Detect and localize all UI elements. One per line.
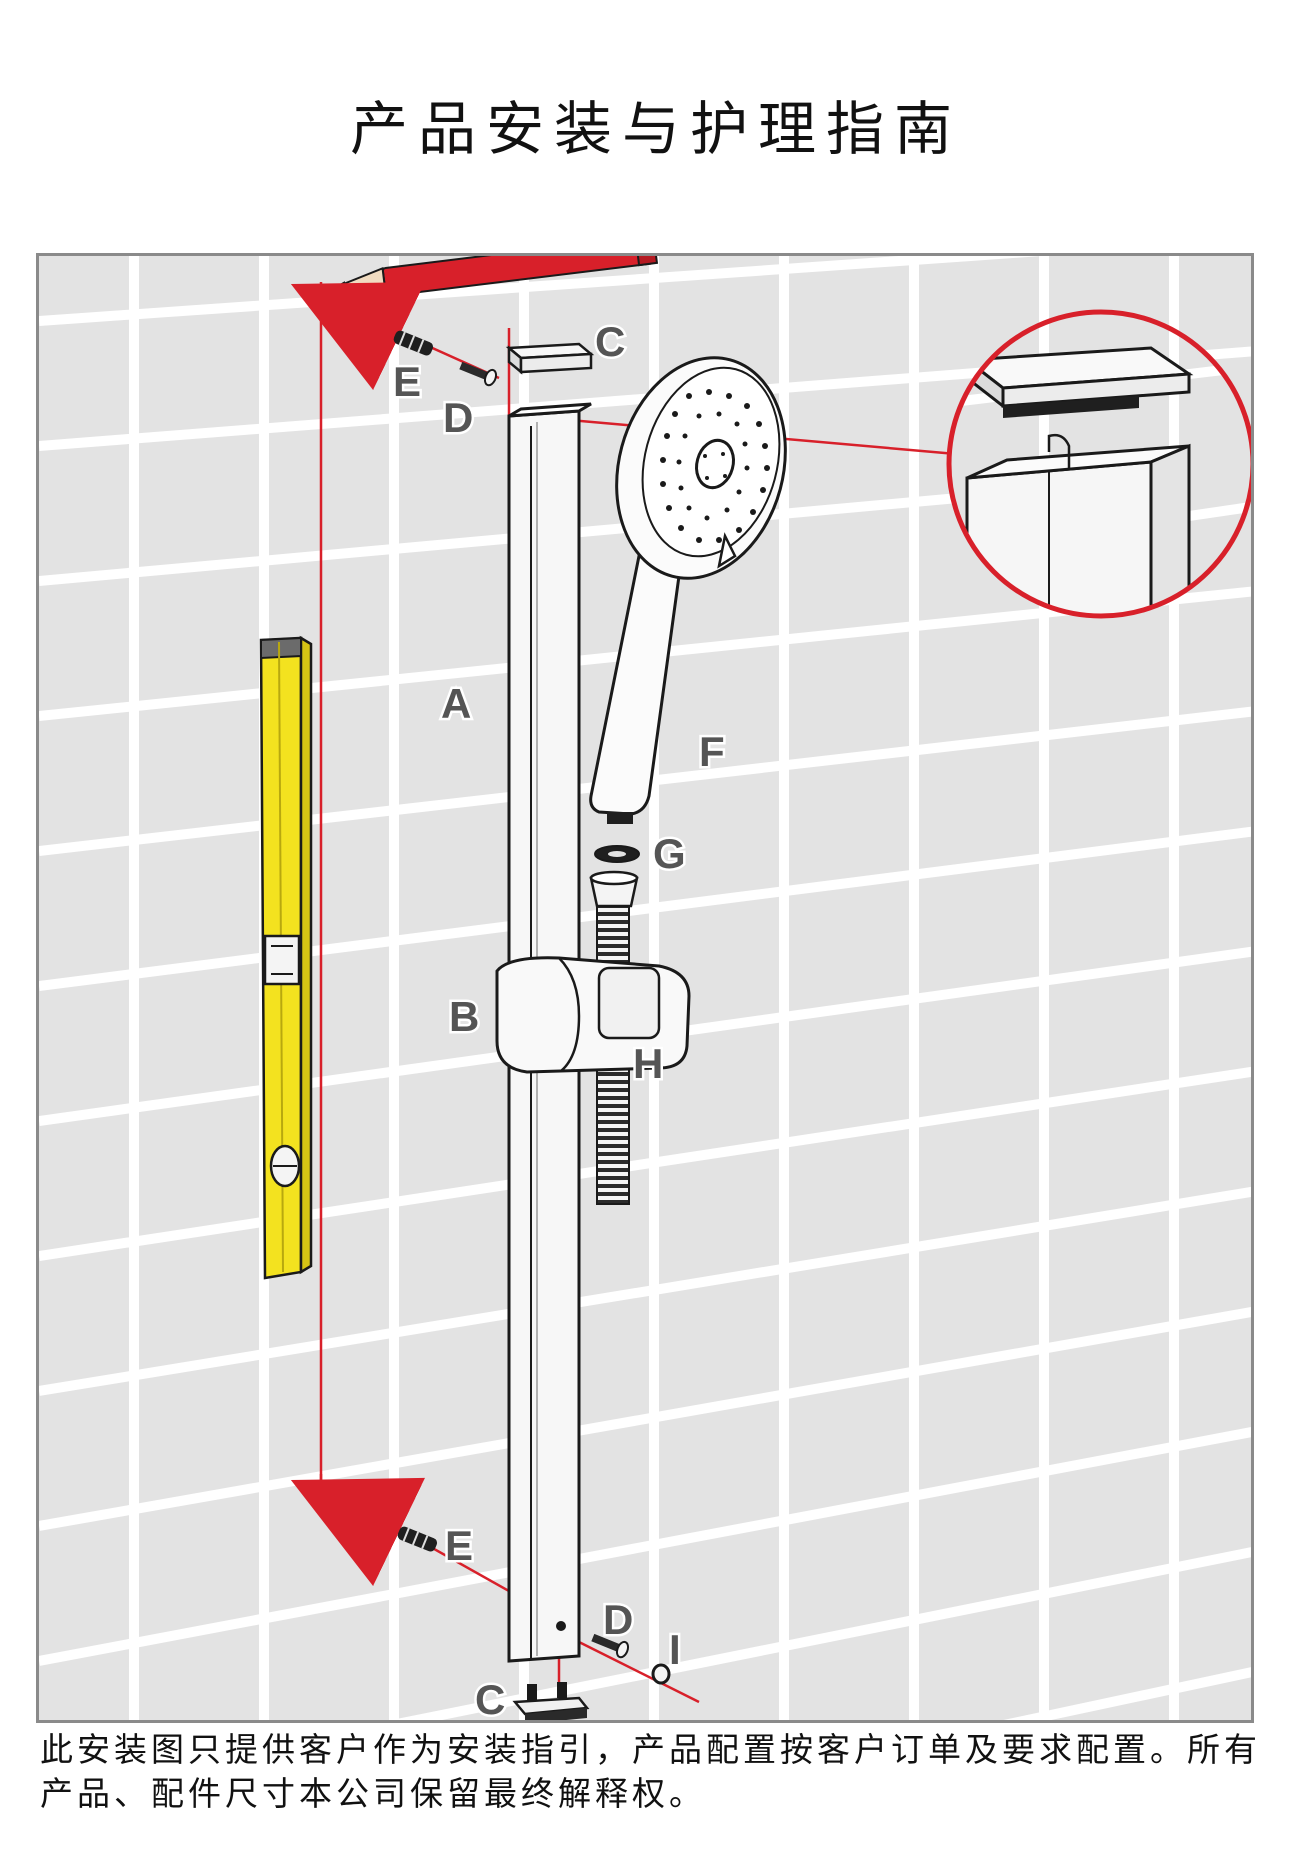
label-g: G xyxy=(653,830,686,877)
label-b: B xyxy=(449,993,479,1040)
screw-cap xyxy=(651,1663,671,1685)
label-f: F xyxy=(699,728,725,775)
page-title: 产品安装与护理指南 xyxy=(349,95,962,163)
wall-plug-icon xyxy=(397,1526,438,1552)
spirit-level-icon xyxy=(259,635,313,1280)
label-i: I xyxy=(669,1626,681,1673)
hose-nut xyxy=(589,870,639,908)
label-e-bottom: E xyxy=(445,1522,473,1569)
shower-holder xyxy=(495,956,691,1074)
diagram-svg: E D C A B F G H E D I C xyxy=(39,256,1251,1723)
installation-diagram: E D C A B F G H E D I C xyxy=(36,253,1254,1723)
wall-plug-icon xyxy=(393,330,434,356)
screw-icon xyxy=(459,361,498,387)
end-cap-detail-view xyxy=(946,309,1251,619)
arrow-icon xyxy=(290,1477,426,1587)
label-c-bottom: C xyxy=(475,1676,505,1723)
spray-nozzles xyxy=(660,389,770,543)
arrow-icon xyxy=(290,281,426,391)
label-d-bottom: D xyxy=(603,1596,633,1643)
wall-tiles xyxy=(39,256,1251,1720)
hand-shower xyxy=(589,356,787,824)
label-c-top: C xyxy=(595,318,625,365)
bottom-end-cap xyxy=(512,1682,590,1720)
top-end-cap xyxy=(505,342,595,375)
label-a: A xyxy=(441,680,471,727)
label-h: H xyxy=(633,1040,663,1087)
label-e-top: E xyxy=(393,358,421,405)
label-d-top: D xyxy=(443,394,473,441)
screw-icon xyxy=(591,1633,630,1659)
disclaimer-note: 此安装图只提供客户作为安装指引，产品配置按客户订单及要求配置。所有产品、配件尺寸… xyxy=(40,1730,1261,1813)
